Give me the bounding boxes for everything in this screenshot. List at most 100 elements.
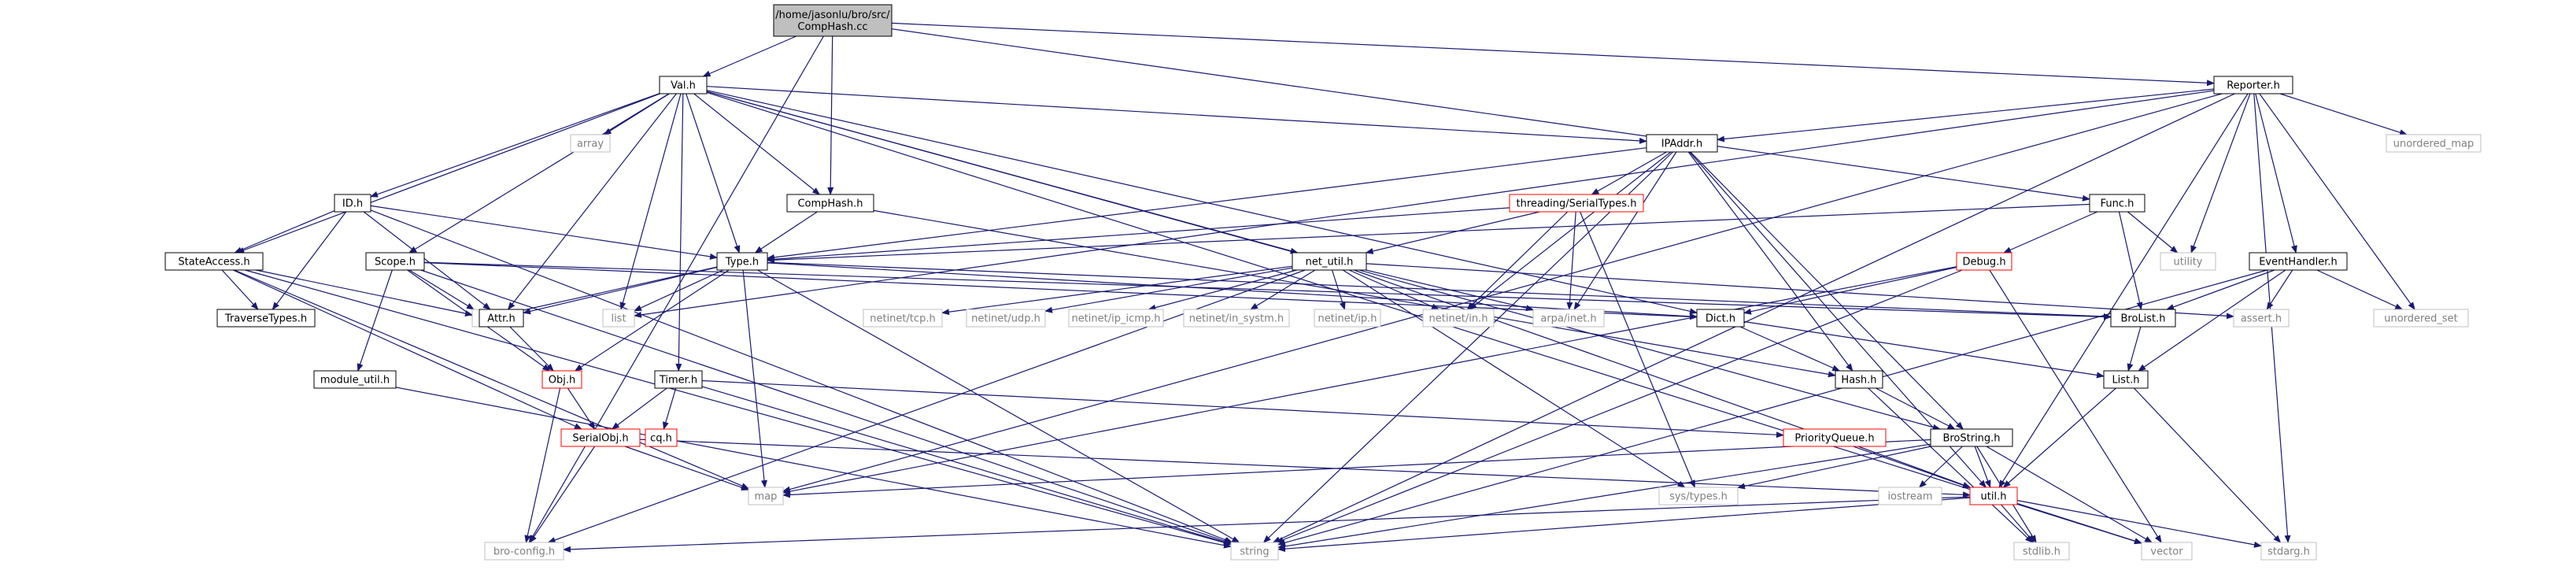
edge-priorityqueue-to-util <box>1857 446 1971 488</box>
edge-netutil-to-systypes <box>1342 269 1686 488</box>
node-label-reporter: Reporter.h <box>2227 80 2280 92</box>
node-label-serialobj: SerialObj.h <box>572 433 628 445</box>
edge-type-to-set <box>503 266 718 316</box>
edge-brostring-to-systypes <box>1737 446 1931 490</box>
node-timer[interactable]: Timer.h <box>654 370 703 389</box>
edge-reporter-to-util <box>1998 93 2249 488</box>
edge-scope-to-string <box>420 269 1232 544</box>
edge-eventhandler-to-brolist <box>2166 269 2275 310</box>
edge-stateaccess-to-string <box>245 269 1232 546</box>
edge-comphash-to-type <box>754 211 818 254</box>
node-label-traversetypes: TraverseTypes.h <box>224 313 307 325</box>
edge-type-to-map <box>742 269 767 488</box>
node-box-stdarg <box>2260 542 2317 561</box>
edge-val-to-timer <box>675 93 684 372</box>
node-traversetypes[interactable]: TraverseTypes.h <box>216 309 316 328</box>
node-module_util[interactable]: module_util.h <box>313 370 397 389</box>
node-assert: assert.h <box>2233 309 2290 328</box>
edge-util-to-string <box>1277 497 1971 553</box>
edge-scope-to-module_util <box>357 269 393 372</box>
node-util[interactable]: util.h <box>1969 487 2018 505</box>
edge-type-to-string <box>757 269 1240 543</box>
node-reporter[interactable]: Reporter.h <box>2213 76 2293 94</box>
node-cq[interactable]: cq.h <box>645 428 678 447</box>
node-label-broconfig: bro-config.h <box>493 546 555 558</box>
edge-serialobj-to-map <box>625 446 749 490</box>
node-box-ipaddr <box>1646 134 1718 153</box>
edge-ipaddr-to-arpa <box>1573 151 1677 310</box>
edge-debug-to-dict <box>1743 266 1957 315</box>
edge-val-to-stateaccess <box>236 93 660 254</box>
node-box-string <box>1230 542 1279 561</box>
node-netutil[interactable]: net_util.h <box>1292 252 1367 271</box>
edge-netutil-to-netinet_ip <box>1331 269 1346 310</box>
node-unordered_map: unordered_map <box>2386 134 2482 153</box>
node-eventhandler[interactable]: EventHandler.h <box>2249 252 2348 271</box>
edge-type-to-attr <box>523 266 718 315</box>
node-scope[interactable]: Scope.h <box>365 252 425 271</box>
node-box-netinet_tcp <box>863 309 943 328</box>
node-box-arpa <box>1532 309 1605 328</box>
edge-brostring-to-string <box>1277 443 1931 550</box>
edge-id-to-attr <box>363 211 491 310</box>
node-label-listh: List.h <box>2112 375 2139 387</box>
edge-reporter-to-eventhandler <box>2255 93 2297 254</box>
node-priorityqueue[interactable]: PriorityQueue.h <box>1783 428 1887 447</box>
node-ipaddr[interactable]: IPAddr.h <box>1646 134 1718 153</box>
node-dict[interactable]: Dict.h <box>1696 309 1745 328</box>
edge-threading-to-netutil <box>1365 211 1540 254</box>
node-utility: utility <box>2160 252 2216 271</box>
node-box-unordered_set <box>2373 309 2469 328</box>
node-label-netutil: net_util.h <box>1306 257 1354 268</box>
node-label-utility: utility <box>2174 257 2203 268</box>
node-label-array: array <box>577 139 604 150</box>
node-listh[interactable]: List.h <box>2103 370 2149 389</box>
edge-brostring-to-iostream <box>1918 446 1963 488</box>
node-label-netinet_udp: netinet/udp.h <box>971 313 1040 325</box>
edge-timer-to-serialobj <box>611 387 667 430</box>
edge-id-to-stateaccess <box>234 210 335 254</box>
node-debug[interactable]: Debug.h <box>1956 252 2012 271</box>
node-box-reporter <box>2213 76 2293 94</box>
edge-id-to-string <box>370 209 1233 543</box>
node-label-iostream: iostream <box>1887 491 1932 503</box>
node-label-scope: Scope.h <box>375 257 416 268</box>
node-label-stdarg: stdarg.h <box>2267 546 2310 558</box>
node-label-netinet_tcp: netinet/tcp.h <box>870 313 936 325</box>
node-brostring[interactable]: BroString.h <box>1930 428 2013 447</box>
node-val[interactable]: Val.h <box>659 76 708 94</box>
node-unordered_set: unordered_set <box>2373 309 2469 328</box>
node-root[interactable]: /home/jasonlu/bro/src/CompHash.cc <box>773 4 893 37</box>
node-stateaccess[interactable]: StateAccess.h <box>164 252 264 271</box>
node-threading[interactable]: threading/SerialTypes.h <box>1509 194 1644 213</box>
edge-brostring-to-util <box>1974 446 1991 488</box>
edge-func-to-type <box>767 203 2090 264</box>
node-attr[interactable]: Attr.h <box>479 309 524 328</box>
edge-scope-to-brolist <box>423 261 2112 320</box>
node-label-hash: Hash.h <box>1841 375 1876 387</box>
node-label-stateaccess: StateAccess.h <box>178 257 249 268</box>
node-obj[interactable]: Obj.h <box>541 370 582 389</box>
node-label-cq: cq.h <box>650 433 672 445</box>
node-box-brolist <box>2110 309 2176 328</box>
node-box-root <box>773 4 893 37</box>
edge-timer-to-cq <box>663 387 677 430</box>
node-id[interactable]: ID.h <box>334 194 371 213</box>
node-type[interactable]: Type.h <box>716 252 768 271</box>
edge-attr-to-obj <box>509 326 554 372</box>
node-label-root-line1: CompHash.cc <box>797 21 867 33</box>
edge-root-to-func <box>891 28 2090 202</box>
node-iostream: iostream <box>1878 487 1942 505</box>
node-label-vector: vector <box>2150 546 2183 558</box>
edge-timer-to-string <box>701 386 1232 546</box>
node-brolist[interactable]: BroList.h <box>2110 309 2176 328</box>
node-label-brolist: BroList.h <box>2120 313 2165 325</box>
edge-module_util-to-string <box>395 387 1232 549</box>
node-label-debug: Debug.h <box>1962 257 2005 268</box>
node-comphash[interactable]: CompHash.h <box>786 194 874 213</box>
node-func[interactable]: Func.h <box>2089 194 2145 213</box>
node-serialobj[interactable]: SerialObj.h <box>560 428 641 447</box>
node-label-netinet_systm: netinet/in_systm.h <box>1189 313 1284 325</box>
edge-val-to-ipaddr <box>706 86 1647 144</box>
node-hash[interactable]: Hash.h <box>1835 370 1883 389</box>
